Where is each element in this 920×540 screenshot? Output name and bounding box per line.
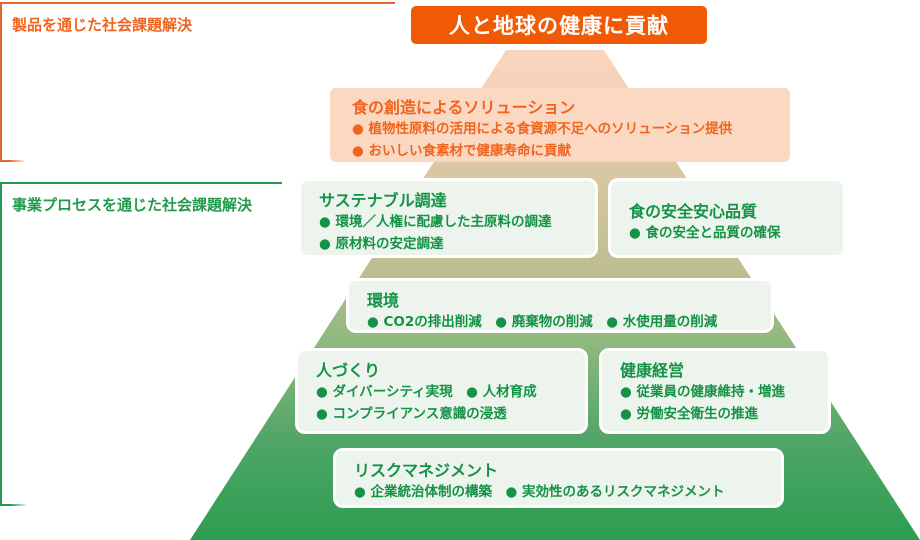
people-bullet-1: ● ダイバーシティ実現 ● 人材育成 xyxy=(316,384,537,401)
solution-bullet-2: ● おいしい食素材で健康寿命に貢献 xyxy=(352,142,571,159)
people-box: 人づくり ● ダイバーシティ実現 ● 人材育成 ● コンプライアンス意識の浸透 xyxy=(295,348,588,434)
solution-box: 食の創造によるソリューション ● 植物性原料の活用による食資源不足へのソリューシ… xyxy=(330,88,790,162)
main-goal-banner: 人と地球の健康に貢献 xyxy=(411,6,707,44)
risk-bullet-1: ● 企業統治体制の構築 ● 実効性のあるリスクマネジメント xyxy=(354,484,725,501)
environment-box: 環境 ● CO2の排出削減 ● 廃棄物の削減 ● 水使用量の削減 xyxy=(346,278,774,333)
procurement-box: サステナブル調達 ● 環境／人権に配慮した主原料の調達 ● 原材料の安定調達 xyxy=(298,178,598,258)
safety-box: 食の安全安心品質 ● 食の安全と品質の確保 xyxy=(608,178,846,258)
procurement-title: サステナブル調達 xyxy=(319,191,447,210)
risk-title: リスクマネジメント xyxy=(354,461,499,480)
process-bracket: 事業プロセスを通じた社会課題解決 xyxy=(0,182,282,506)
people-title: 人づくり xyxy=(316,361,381,380)
process-bracket-foot xyxy=(0,504,26,506)
procurement-bullet-2: ● 原材料の安定調達 xyxy=(319,235,444,252)
procurement-bullet-1: ● 環境／人権に配慮した主原料の調達 xyxy=(319,214,552,231)
health-title: 健康経営 xyxy=(620,361,685,380)
main-goal-label: 人と地球の健康に貢献 xyxy=(449,14,669,38)
health-bullet-1: ● 従業員の健康維持・増進 xyxy=(620,384,785,401)
environment-bullet-1: ● CO2の排出削減 ● 廃棄物の削減 ● 水使用量の削減 xyxy=(367,314,718,331)
risk-box: リスクマネジメント ● 企業統治体制の構築 ● 実効性のあるリスクマネジメント xyxy=(333,448,784,508)
safety-title: 食の安全安心品質 xyxy=(629,201,758,221)
products-bracket: 製品を通じた社会課題解決 xyxy=(0,2,395,162)
people-bullet-2: ● コンプライアンス意識の浸透 xyxy=(316,405,507,422)
solution-bullet-1: ● 植物性原料の活用による食資源不足へのソリューション提供 xyxy=(352,121,733,138)
safety-bullet-1: ● 食の安全と品質の確保 xyxy=(629,224,781,241)
products-side-label: 製品を通じた社会課題解決 xyxy=(12,16,193,34)
health-box: 健康経営 ● 従業員の健康維持・増進 ● 労働安全衛生の推進 xyxy=(599,348,831,434)
environment-title: 環境 xyxy=(367,291,400,310)
solution-title: 食の創造によるソリューション xyxy=(352,98,576,117)
process-side-label: 事業プロセスを通じた社会課題解決 xyxy=(12,196,253,214)
products-bracket-foot xyxy=(0,160,24,162)
health-bullet-2: ● 労働安全衛生の推進 xyxy=(620,405,758,422)
